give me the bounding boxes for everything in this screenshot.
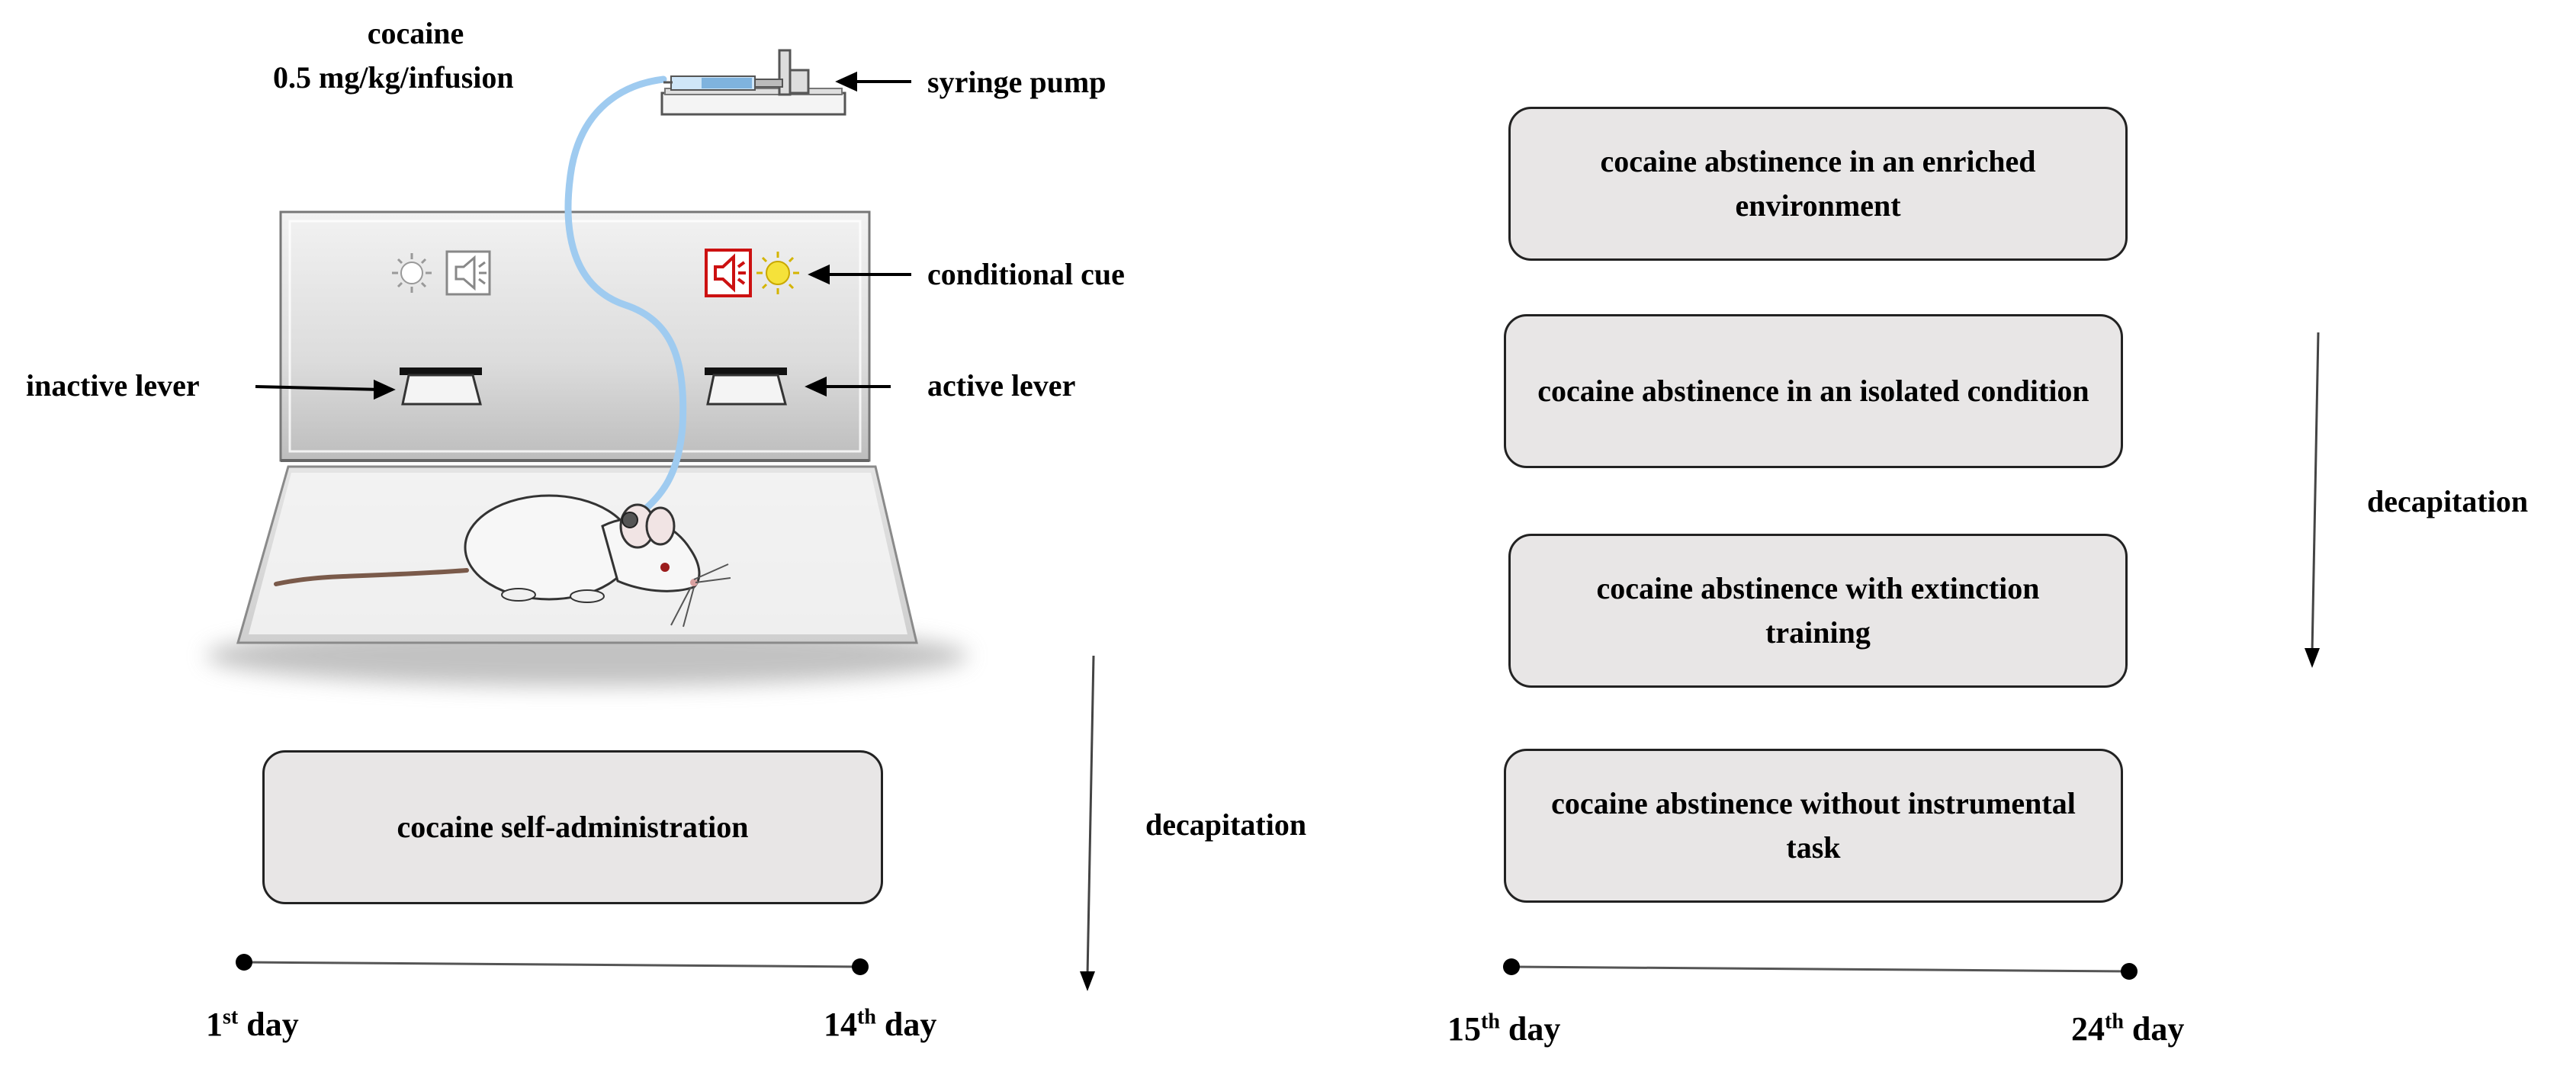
day-15-label: 15th day (1447, 1009, 1561, 1048)
active-lever-label: active lever (927, 368, 1076, 403)
day-14-label: 14th day (824, 1005, 937, 1043)
inactive-light-icon (392, 253, 432, 293)
inactive-speaker-icon (445, 250, 491, 296)
timeline-phase2 (1503, 958, 2138, 980)
inactive-lever (400, 367, 482, 406)
self-administration-box: cocaine self-administration (262, 750, 883, 904)
decapitation-label-phase2: decapitation (2367, 484, 2529, 518)
day-1-label: 1st day (206, 1005, 299, 1043)
active-light-icon (756, 252, 799, 294)
annotation-arrows (255, 71, 911, 400)
enriched-environment-box: cocaine abstinence in an enriched enviro… (1508, 107, 2128, 261)
drug-name-label: cocaine (367, 16, 464, 50)
syringe-pump-label: syringe pump (927, 65, 1107, 99)
inactive-lever-label: inactive lever (26, 368, 200, 403)
syringe-pump-icon (660, 49, 846, 116)
timeline-phase1 (236, 954, 869, 975)
active-speaker-icon (705, 249, 752, 297)
active-lever (705, 367, 787, 406)
isolated-condition-box: cocaine abstinence in an isolated condit… (1504, 314, 2123, 468)
drug-dose-label: 0.5 mg/kg/infusion (273, 60, 514, 95)
decapitation-arrow-phase1 (1080, 655, 1095, 991)
conditional-cue-label: conditional cue (927, 257, 1125, 291)
extinction-training-box: cocaine abstinence with extinction train… (1508, 534, 2128, 688)
rat-illustration (274, 494, 731, 627)
day-24-label: 24th day (2071, 1009, 2185, 1048)
decapitation-arrow-phase2 (2305, 332, 2320, 668)
no-instrumental-task-box: cocaine abstinence without instrumental … (1504, 749, 2123, 903)
infusion-tubing (564, 75, 687, 519)
decapitation-label-phase1: decapitation (1145, 807, 1307, 842)
